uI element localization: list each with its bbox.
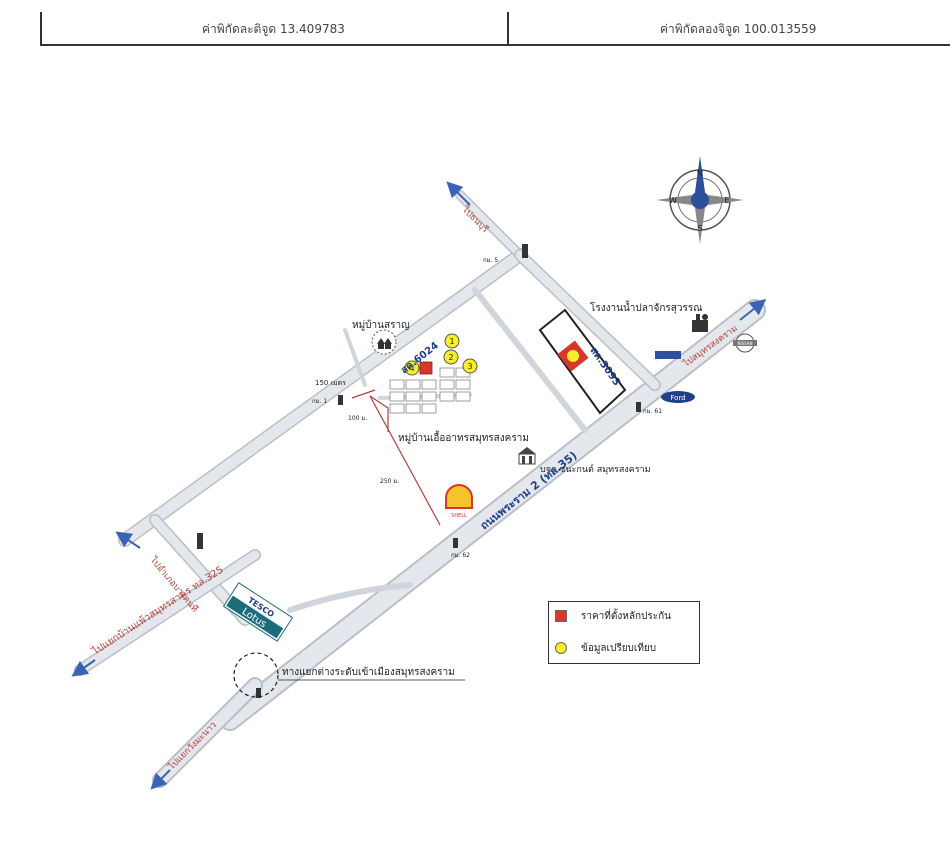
lamp-icon	[197, 533, 203, 549]
ford-logo: Ford	[661, 391, 695, 403]
lamp-icon	[338, 395, 343, 405]
lamp-icon	[636, 402, 641, 412]
comparable-num-1: 1	[449, 337, 454, 346]
comparable-num-3: 3	[467, 362, 472, 371]
comparable-num-4: 4	[409, 364, 414, 373]
label-village2: หมู่บ้านเอื้ออาทรสมุทรสงคราม	[398, 430, 529, 444]
blue-sign-icon	[655, 351, 681, 359]
nissan-logo: NISSAN	[733, 333, 757, 353]
label-dist-100: 100 ม.	[348, 415, 367, 422]
arrow-north	[446, 181, 471, 206]
lamp-icon	[522, 244, 528, 258]
ford-text: Ford	[670, 394, 685, 402]
lane-village	[343, 328, 367, 387]
lamp-icon	[256, 688, 261, 698]
lamp-icon	[453, 538, 458, 548]
direction-arrows	[71, 181, 767, 790]
label-km1: กม. 5	[483, 257, 498, 264]
legend: ราคาที่ตั้งหลักประกัน ข้อมูลเปรียบเทียบ	[548, 601, 700, 664]
village-blocks	[389, 367, 471, 414]
arrow-southwest-upper	[71, 659, 96, 677]
road-tesco-curve	[287, 582, 413, 613]
road-sw-upper	[75, 550, 260, 675]
compass-icon: N S W E	[656, 156, 744, 244]
comparable-marker-1	[444, 333, 460, 349]
coordinates-header: ค่าพิกัดละติจูด 13.409783 ค่าพิกัดลองจิจ…	[40, 12, 950, 46]
road-upper	[119, 249, 526, 546]
label-factory: โรงงานน้ำปลาจักรสุวรรณ	[590, 300, 703, 314]
label-km3: กม. 62	[451, 552, 470, 559]
header-separator	[507, 12, 509, 44]
factory-icon	[692, 314, 708, 332]
label-dist-150: 150 เมตร	[315, 379, 346, 387]
comparable-markers: 1 2 3 4	[404, 333, 478, 376]
comparable-marker-3	[462, 358, 478, 374]
label-to-samut: ไปสมุทรสงคราม	[680, 323, 739, 370]
building-logo-dot	[567, 350, 579, 362]
building-icon	[518, 447, 536, 465]
road-inner	[472, 287, 588, 433]
arrow-southwest-lower	[150, 769, 171, 790]
interchange-circle	[233, 652, 279, 698]
hypermarket-building	[538, 308, 627, 415]
compass-e: E	[724, 196, 729, 205]
label-village1: หมู่บ้านสราญ	[352, 319, 410, 331]
comparable-marker-2	[443, 349, 459, 365]
label-km4: กม. 1	[312, 398, 327, 405]
comparable-marker-4	[404, 360, 420, 376]
shell-logo-icon: SHELL	[445, 484, 473, 519]
distance-line-250	[369, 395, 441, 526]
nissan-text: NISSAN	[737, 341, 752, 346]
house-icon	[371, 329, 397, 355]
legend-comparable: ข้อมูลเปรียบเทียบ	[555, 640, 656, 656]
latitude-text: ค่าพิกัดละติจูด 13.409783	[202, 22, 345, 36]
compass-n: N	[697, 169, 704, 179]
label-to-southwest: ไปแยกวังมะนาว	[166, 720, 219, 773]
distance-line-150	[351, 389, 376, 399]
arrow-east	[739, 299, 767, 321]
longitude-text: ค่าพิกัดลองจิจูด 100.013559	[660, 22, 817, 36]
label-school: บจก.ชนะกนต์ สมุทรสงคราม	[540, 463, 651, 475]
road-rama2	[221, 301, 764, 729]
comparable-num-2: 2	[448, 353, 453, 362]
label-dist-250: 250 ม.	[380, 478, 399, 485]
label-to-bangkok: ไปแยกบ้านแพ้วสมุทรสาคร ทล.325	[89, 564, 225, 658]
property-marker	[419, 361, 433, 375]
legend-comparable-swatch	[555, 642, 567, 654]
legend-property-label: ราคาที่ตั้งหลักประกัน	[581, 610, 672, 622]
shell-text: SHELL	[451, 513, 467, 519]
road-sw-lower	[154, 679, 261, 786]
legend-comparable-label: ข้อมูลเปรียบเทียบ	[581, 642, 657, 654]
roads	[74, 190, 766, 788]
tesco-lotus-logo: TESCO Lotus	[222, 582, 294, 642]
distance-line-100	[369, 395, 389, 432]
label-interchange: ทางแยกต่างระดับเข้าเมืองสมุทรสงคราม	[282, 666, 455, 678]
arrow-west	[115, 531, 141, 549]
compass-s: S	[697, 224, 702, 233]
compass-w: W	[669, 196, 677, 205]
distance-lines	[351, 389, 441, 526]
lamp-icons	[197, 244, 641, 698]
label-km2: กม. 61	[643, 408, 662, 415]
legend-property: ราคาที่ตั้งหลักประกัน	[555, 608, 671, 624]
road-connector-right	[515, 250, 660, 390]
legend-property-swatch	[555, 610, 567, 622]
